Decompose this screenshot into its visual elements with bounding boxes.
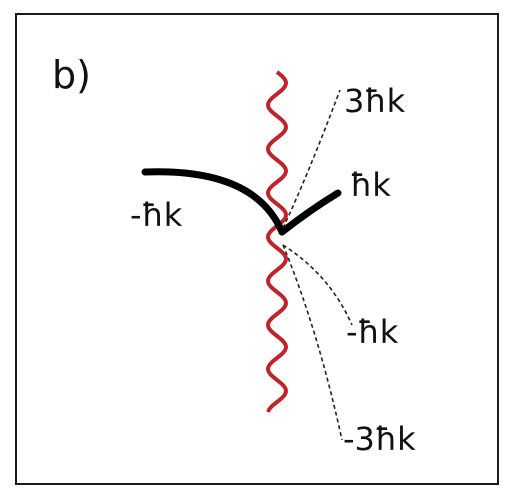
- label-hk: ħk: [350, 166, 391, 204]
- panel-label: b): [52, 53, 91, 97]
- label-3hk: 3ħk: [344, 82, 406, 120]
- dashed-line-minus-3hk: [283, 245, 342, 440]
- label-minus-hk-left: -ħk: [130, 196, 183, 234]
- wavy-photon-line: [268, 72, 286, 412]
- label-minus-hk-right: -ħk: [346, 313, 399, 351]
- label-minus-3hk: -3ħk: [343, 420, 416, 458]
- dashed-line-minus-hk: [283, 245, 352, 325]
